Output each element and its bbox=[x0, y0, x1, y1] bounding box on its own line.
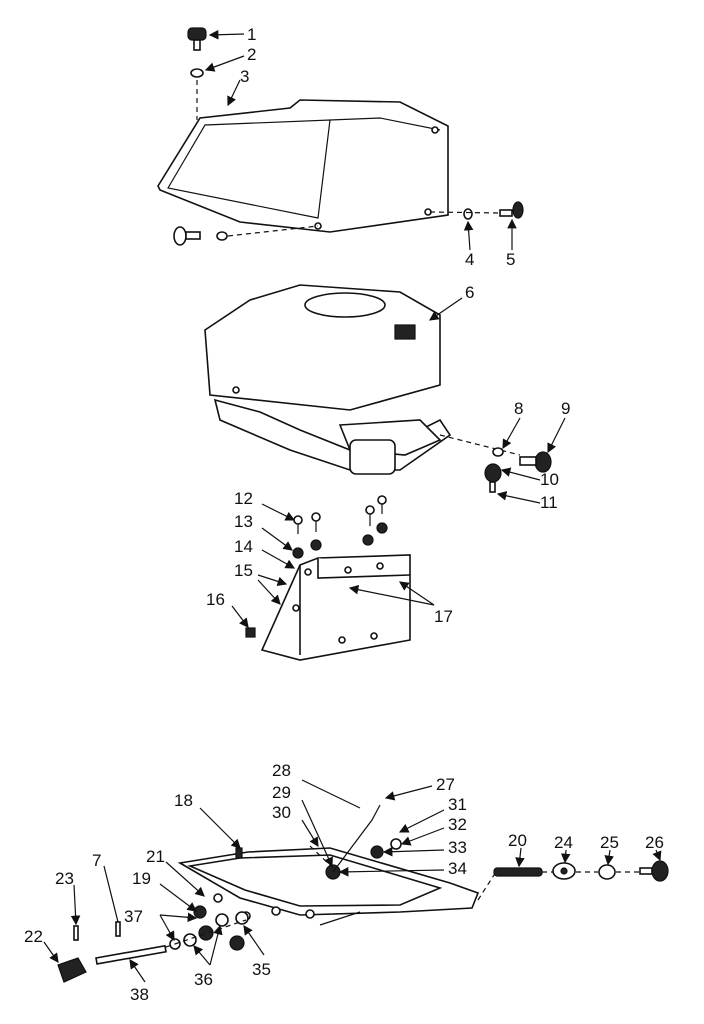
label-9: 9 bbox=[561, 399, 570, 418]
label-4: 4 bbox=[465, 250, 474, 269]
label-21: 21 bbox=[146, 847, 165, 866]
label-13: 13 bbox=[234, 512, 253, 531]
base-plate bbox=[177, 804, 480, 921]
label-32: 32 bbox=[448, 815, 467, 834]
label-12: 12 bbox=[234, 489, 253, 508]
label-28: 28 bbox=[272, 761, 291, 780]
label-36: 36 bbox=[194, 970, 213, 989]
label-23: 23 bbox=[55, 869, 74, 888]
cover-knob bbox=[187, 27, 207, 120]
engine-cover bbox=[157, 99, 449, 233]
label-18: 18 bbox=[174, 791, 193, 810]
label-31: 31 bbox=[448, 795, 467, 814]
label-5: 5 bbox=[506, 250, 515, 269]
part-labels: 1 2 3 4 5 6 7 8 9 10 11 12 13 14 15 16 1… bbox=[24, 25, 664, 1004]
bracket bbox=[245, 495, 411, 661]
label-37: 37 bbox=[124, 907, 143, 926]
engine bbox=[204, 284, 521, 475]
label-17: 17 bbox=[434, 607, 453, 626]
label-27: 27 bbox=[436, 775, 455, 794]
label-29: 29 bbox=[272, 783, 291, 802]
adjust-screw-parts bbox=[477, 860, 669, 901]
label-30: 30 bbox=[272, 803, 291, 822]
handle-parts bbox=[57, 905, 249, 983]
label-22: 22 bbox=[24, 927, 43, 946]
label-38: 38 bbox=[130, 985, 149, 1004]
label-6: 6 bbox=[465, 283, 474, 302]
label-3: 3 bbox=[240, 67, 249, 86]
label-19: 19 bbox=[132, 869, 151, 888]
side-knobs bbox=[173, 201, 524, 246]
label-20: 20 bbox=[508, 831, 527, 850]
label-14: 14 bbox=[234, 537, 253, 556]
label-34: 34 bbox=[448, 859, 467, 878]
label-33: 33 bbox=[448, 838, 467, 857]
label-2: 2 bbox=[247, 45, 256, 64]
label-10: 10 bbox=[540, 470, 559, 489]
label-35: 35 bbox=[252, 960, 271, 979]
label-25: 25 bbox=[600, 833, 619, 852]
label-16: 16 bbox=[206, 590, 225, 609]
engine-knobs bbox=[484, 447, 552, 493]
label-8: 8 bbox=[514, 399, 523, 418]
label-24: 24 bbox=[554, 833, 573, 852]
label-11: 11 bbox=[540, 493, 558, 512]
leader-lines bbox=[43, 29, 662, 983]
label-1: 1 bbox=[247, 25, 256, 44]
label-7: 7 bbox=[92, 851, 101, 870]
bracket-screws bbox=[292, 495, 388, 559]
label-15: 15 bbox=[234, 561, 253, 580]
label-26: 26 bbox=[645, 833, 664, 852]
